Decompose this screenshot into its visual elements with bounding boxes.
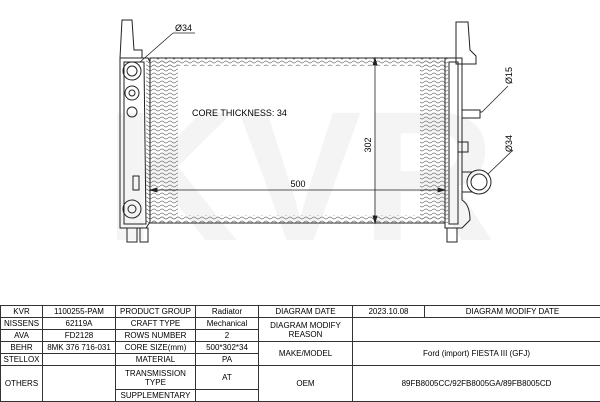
left-tank xyxy=(119,19,151,243)
craft-type-value: Mechanical xyxy=(195,317,259,330)
table-row: NISSENS 62119A CRAFT TYPE Mechanical DIA… xyxy=(0,317,600,342)
core-thickness-label: CORE THICKNESS: 34 xyxy=(192,108,287,118)
core-fins-left xyxy=(146,58,178,223)
product-group-value: Radiator xyxy=(195,305,259,318)
material-label: MATERIAL xyxy=(115,353,196,366)
width-dimension-label: 500 xyxy=(290,179,305,189)
diagram-date-value: 2023.10.08 xyxy=(352,305,425,318)
rows-number-value: 2 xyxy=(195,329,259,342)
transmission-type-label: TRANSMISSION TYPE xyxy=(115,365,196,390)
kvr-code: 1100255-PAM xyxy=(42,305,116,318)
width-dimension xyxy=(148,187,447,193)
core-fins-bottom xyxy=(150,215,445,223)
height-dimension-label: 302 xyxy=(363,137,373,152)
nissens-code: 62119A xyxy=(42,317,116,330)
core-fins-right xyxy=(420,58,448,223)
brand-ava: AVA xyxy=(0,329,43,342)
diagram-modify-reason-value xyxy=(352,317,600,342)
left-pipe-diameter-label: Ø34 xyxy=(175,23,192,33)
core-size-label: CORE SIZE(mm) xyxy=(115,341,196,354)
brand-behr: BEHR xyxy=(0,341,43,354)
supplementary-label: SUPPLEMENTARY xyxy=(115,389,196,402)
ava-code: FD2128 xyxy=(42,329,116,342)
brand-nissens: NISSENS xyxy=(0,317,43,330)
others-code xyxy=(42,365,116,402)
stellox-code xyxy=(42,353,116,366)
make-model-value: Ford (import) FIESTA III (GFJ) xyxy=(352,341,600,366)
right-small-outlet xyxy=(461,109,482,119)
brand-kvr: KVR xyxy=(0,305,43,318)
rows-number-label: ROWS NUMBER xyxy=(115,329,196,342)
small-pipe-diameter-label: Ø15 xyxy=(504,67,514,84)
material-value: PA xyxy=(195,353,259,366)
table-row: AVA FD2128 ROWS NUMBER 2 xyxy=(0,329,600,342)
radiator-drawing: KVR Ø34 Ø15 xyxy=(105,19,514,280)
make-model-label: MAKE/MODEL xyxy=(258,341,353,366)
brand-others: OTHERS xyxy=(0,365,43,402)
right-pipe-diameter-label: Ø34 xyxy=(504,135,514,152)
height-dimension xyxy=(372,56,378,225)
table-row: BEHR 8MK 376 716-031 CORE SIZE(mm) 500*3… xyxy=(0,341,600,366)
core-size-value: 500*302*34 xyxy=(195,341,259,354)
spec-table: KVR 1100255-PAM PRODUCT GROUP Radiator D… xyxy=(0,305,600,402)
product-group-label: PRODUCT GROUP xyxy=(115,305,196,318)
craft-type-label: CRAFT TYPE xyxy=(115,317,196,330)
transmission-type-value: AT xyxy=(195,365,259,390)
table-row: SUPPLEMENTARY xyxy=(1,389,600,402)
left-inlet-pipe xyxy=(122,61,142,219)
diagram-date-label: DIAGRAM DATE xyxy=(258,305,353,318)
oem-label: OEM xyxy=(258,365,353,402)
oem-value: 89FB8005CC/92FB8005GA/89FB8005CD xyxy=(352,365,600,402)
diagram-modify-reason-label: DIAGRAM MODIFY REASON xyxy=(258,317,353,342)
brand-stellox: STELLOX xyxy=(0,353,43,366)
supplementary-value xyxy=(195,389,259,402)
core-fins-top xyxy=(150,58,445,66)
diagram-modify-date-label: DIAGRAM MODIFY DATE xyxy=(424,305,600,318)
right-tank xyxy=(444,21,477,243)
right-outlet-pipe xyxy=(462,169,492,195)
table-row: KVR 1100255-PAM PRODUCT GROUP Radiator D… xyxy=(0,305,600,318)
table-row: OTHERS TRANSMISSION TYPE AT OEM 89FB8005… xyxy=(0,365,600,402)
behr-code: 8MK 376 716-031 xyxy=(42,341,116,354)
